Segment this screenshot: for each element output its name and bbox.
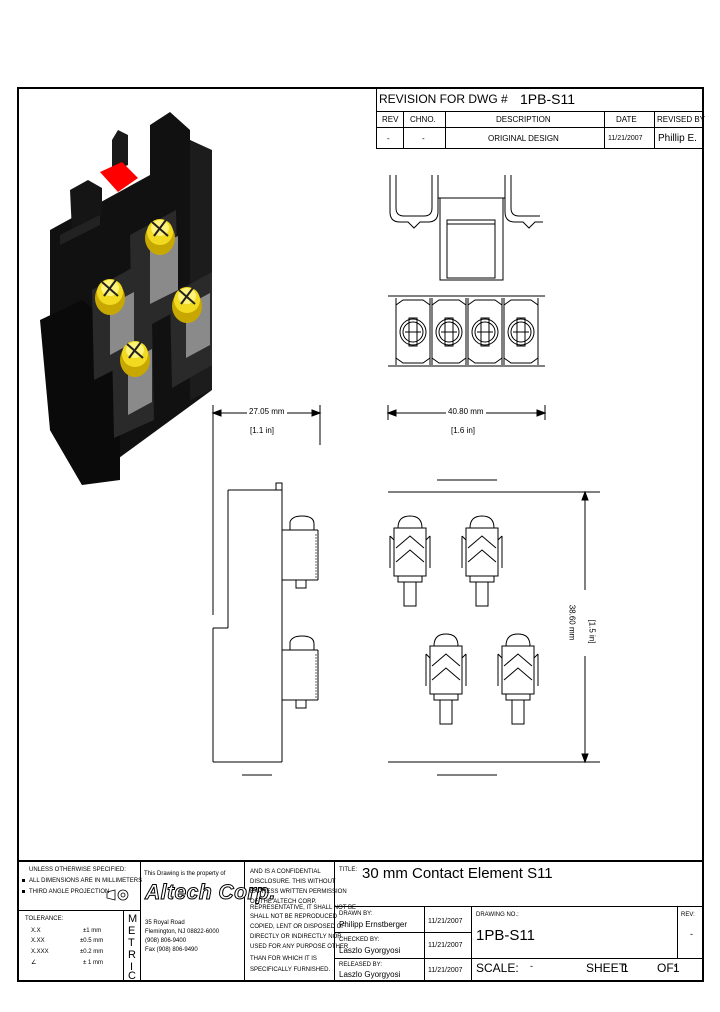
drawing-no-label: DRAWING NO.: bbox=[476, 912, 519, 918]
company-phone: (908) 806-9400 bbox=[145, 938, 187, 944]
checked-by-value: Laszlo Gyorgyosi bbox=[339, 946, 401, 955]
front-width-dimension-in: [1.6 in] bbox=[451, 426, 476, 435]
of-label: OF: bbox=[657, 961, 677, 975]
drawn-date: 11/21/2007 bbox=[428, 918, 463, 925]
metric-letter: R bbox=[128, 949, 136, 961]
revision-table: REVISION FOR DWG # 1PB-S11 REV CHNO. DES… bbox=[376, 87, 706, 149]
released-by-value: Laszlo Gyorgyosi bbox=[339, 970, 401, 979]
height-dimension-in: [1.5 in] bbox=[587, 619, 597, 644]
description-header: DESCRIPTION bbox=[496, 115, 551, 124]
height-dimension: 38.60 mm bbox=[567, 604, 577, 641]
tolerance-value-1: ±1 mm bbox=[83, 928, 102, 934]
company-address-1: 35 Royal Road bbox=[145, 920, 185, 926]
date-header: DATE bbox=[616, 115, 637, 124]
rev-value: - bbox=[690, 929, 693, 939]
tolerance-format-1: X.X bbox=[31, 928, 41, 934]
metric-letter: E bbox=[128, 925, 136, 937]
note-line-3: THIRD ANGLE PROJECTION bbox=[29, 889, 110, 895]
revision-table-title: REVISION FOR DWG # bbox=[379, 92, 508, 106]
confidential-line: REPRESENTATIVE, IT SHALL NOT BE bbox=[250, 905, 357, 911]
scale-value: - bbox=[530, 961, 533, 971]
side-width-dimension: 27.05 mm bbox=[249, 407, 285, 416]
rev-header: REV bbox=[382, 115, 399, 124]
front-width-dimension: 40.80 mm bbox=[448, 407, 484, 416]
drawing-title: 30 mm Contact Element S11 bbox=[362, 865, 553, 882]
tolerance-format-4: ∠ bbox=[31, 960, 37, 966]
tolerance-format-3: X.XXX bbox=[31, 949, 49, 955]
sheet-value: 1 bbox=[622, 961, 629, 975]
note-line-1: UNLESS OTHERWISE SPECIFIED: bbox=[29, 867, 126, 873]
bullet-icon bbox=[22, 890, 25, 893]
description-value: ORIGINAL DESIGN bbox=[488, 134, 559, 143]
bullet-icon bbox=[22, 879, 25, 882]
metric-letter: T bbox=[128, 937, 135, 949]
metric-letter: I bbox=[130, 961, 134, 973]
released-by-label: RELEASED BY: bbox=[339, 962, 383, 968]
confidential-line: THAN FOR WHICH IT IS bbox=[250, 956, 317, 962]
confidential-line: DISCLOSURE. THIS WITHOUT bbox=[250, 879, 336, 885]
note-line-2: ALL DIMENSIONS ARE IN MILLIMETERS bbox=[29, 878, 143, 884]
tolerance-value-3: ±0.2 mm bbox=[80, 949, 104, 955]
confidential-line: DIRECTLY OR INDIRECTLY NOR bbox=[250, 934, 342, 940]
tolerance-heading: TOLERANCE: bbox=[25, 916, 64, 922]
drawn-by-value: Philipp Ernstberger bbox=[339, 920, 408, 929]
metric-letter: M bbox=[128, 913, 138, 925]
released-date: 11/21/2007 bbox=[428, 967, 463, 974]
drawing-border bbox=[17, 87, 704, 982]
confidential-line: EXPRESS WRITTEN PERMISSION bbox=[250, 889, 347, 895]
chno-header: CHNO. bbox=[410, 115, 436, 124]
chno-value: - bbox=[422, 134, 425, 143]
revision-dwg-number: 1PB-S11 bbox=[520, 91, 575, 107]
property-line: This Drawing is the property of bbox=[144, 871, 226, 877]
company-logo: Altech Corp. bbox=[145, 881, 276, 905]
title-label: TITLE: bbox=[339, 867, 358, 873]
drawn-by-label: DRAWN BY: bbox=[339, 911, 373, 917]
revised-by-header: REVISED BY bbox=[657, 115, 706, 124]
date-value: 11/21/2007 bbox=[608, 135, 643, 142]
confidential-line: COPIED, LENT OR DISPOSED OF bbox=[250, 924, 345, 930]
metric-letter: C bbox=[128, 970, 136, 982]
side-width-dimension-in: [1.1 in] bbox=[250, 426, 275, 435]
company-fax: Fax (908) 806-9490 bbox=[145, 947, 198, 953]
company-address-2: Flemington, NJ 08822-6000 bbox=[145, 929, 220, 935]
scale-label: SCALE: bbox=[476, 961, 519, 975]
tolerance-value-4: ± 1 mm bbox=[83, 960, 103, 966]
revised-by-value: Phillip E. bbox=[658, 133, 697, 144]
checked-date: 11/21/2007 bbox=[428, 942, 463, 949]
title-block: UNLESS OTHERWISE SPECIFIED: ALL DIMENSIO… bbox=[17, 860, 704, 982]
tolerance-format-2: X.XX bbox=[31, 938, 45, 944]
tolerance-value-2: ±0.5 mm bbox=[80, 938, 104, 944]
rev-value: - bbox=[387, 134, 390, 143]
confidential-line: SHALL NOT BE REPRODUCED bbox=[250, 914, 338, 920]
drawing-no-value: 1PB-S11 bbox=[476, 927, 535, 944]
confidential-line: SPECIFICALLY FURNISHED. bbox=[250, 967, 331, 973]
third-angle-projection-icon bbox=[106, 889, 129, 901]
sheet-label: SHEET: bbox=[586, 961, 629, 975]
confidential-line: AND IS A CONFIDENTIAL bbox=[250, 869, 321, 875]
confidential-line: OF THE ALTECH CORP. bbox=[250, 899, 317, 905]
confidential-line: USED FOR ANY PURPOSE OTHER bbox=[250, 944, 349, 950]
rev-label: REV: bbox=[681, 912, 695, 918]
checked-by-label: CHECKED BY: bbox=[339, 937, 380, 943]
of-value: 1 bbox=[673, 961, 680, 975]
